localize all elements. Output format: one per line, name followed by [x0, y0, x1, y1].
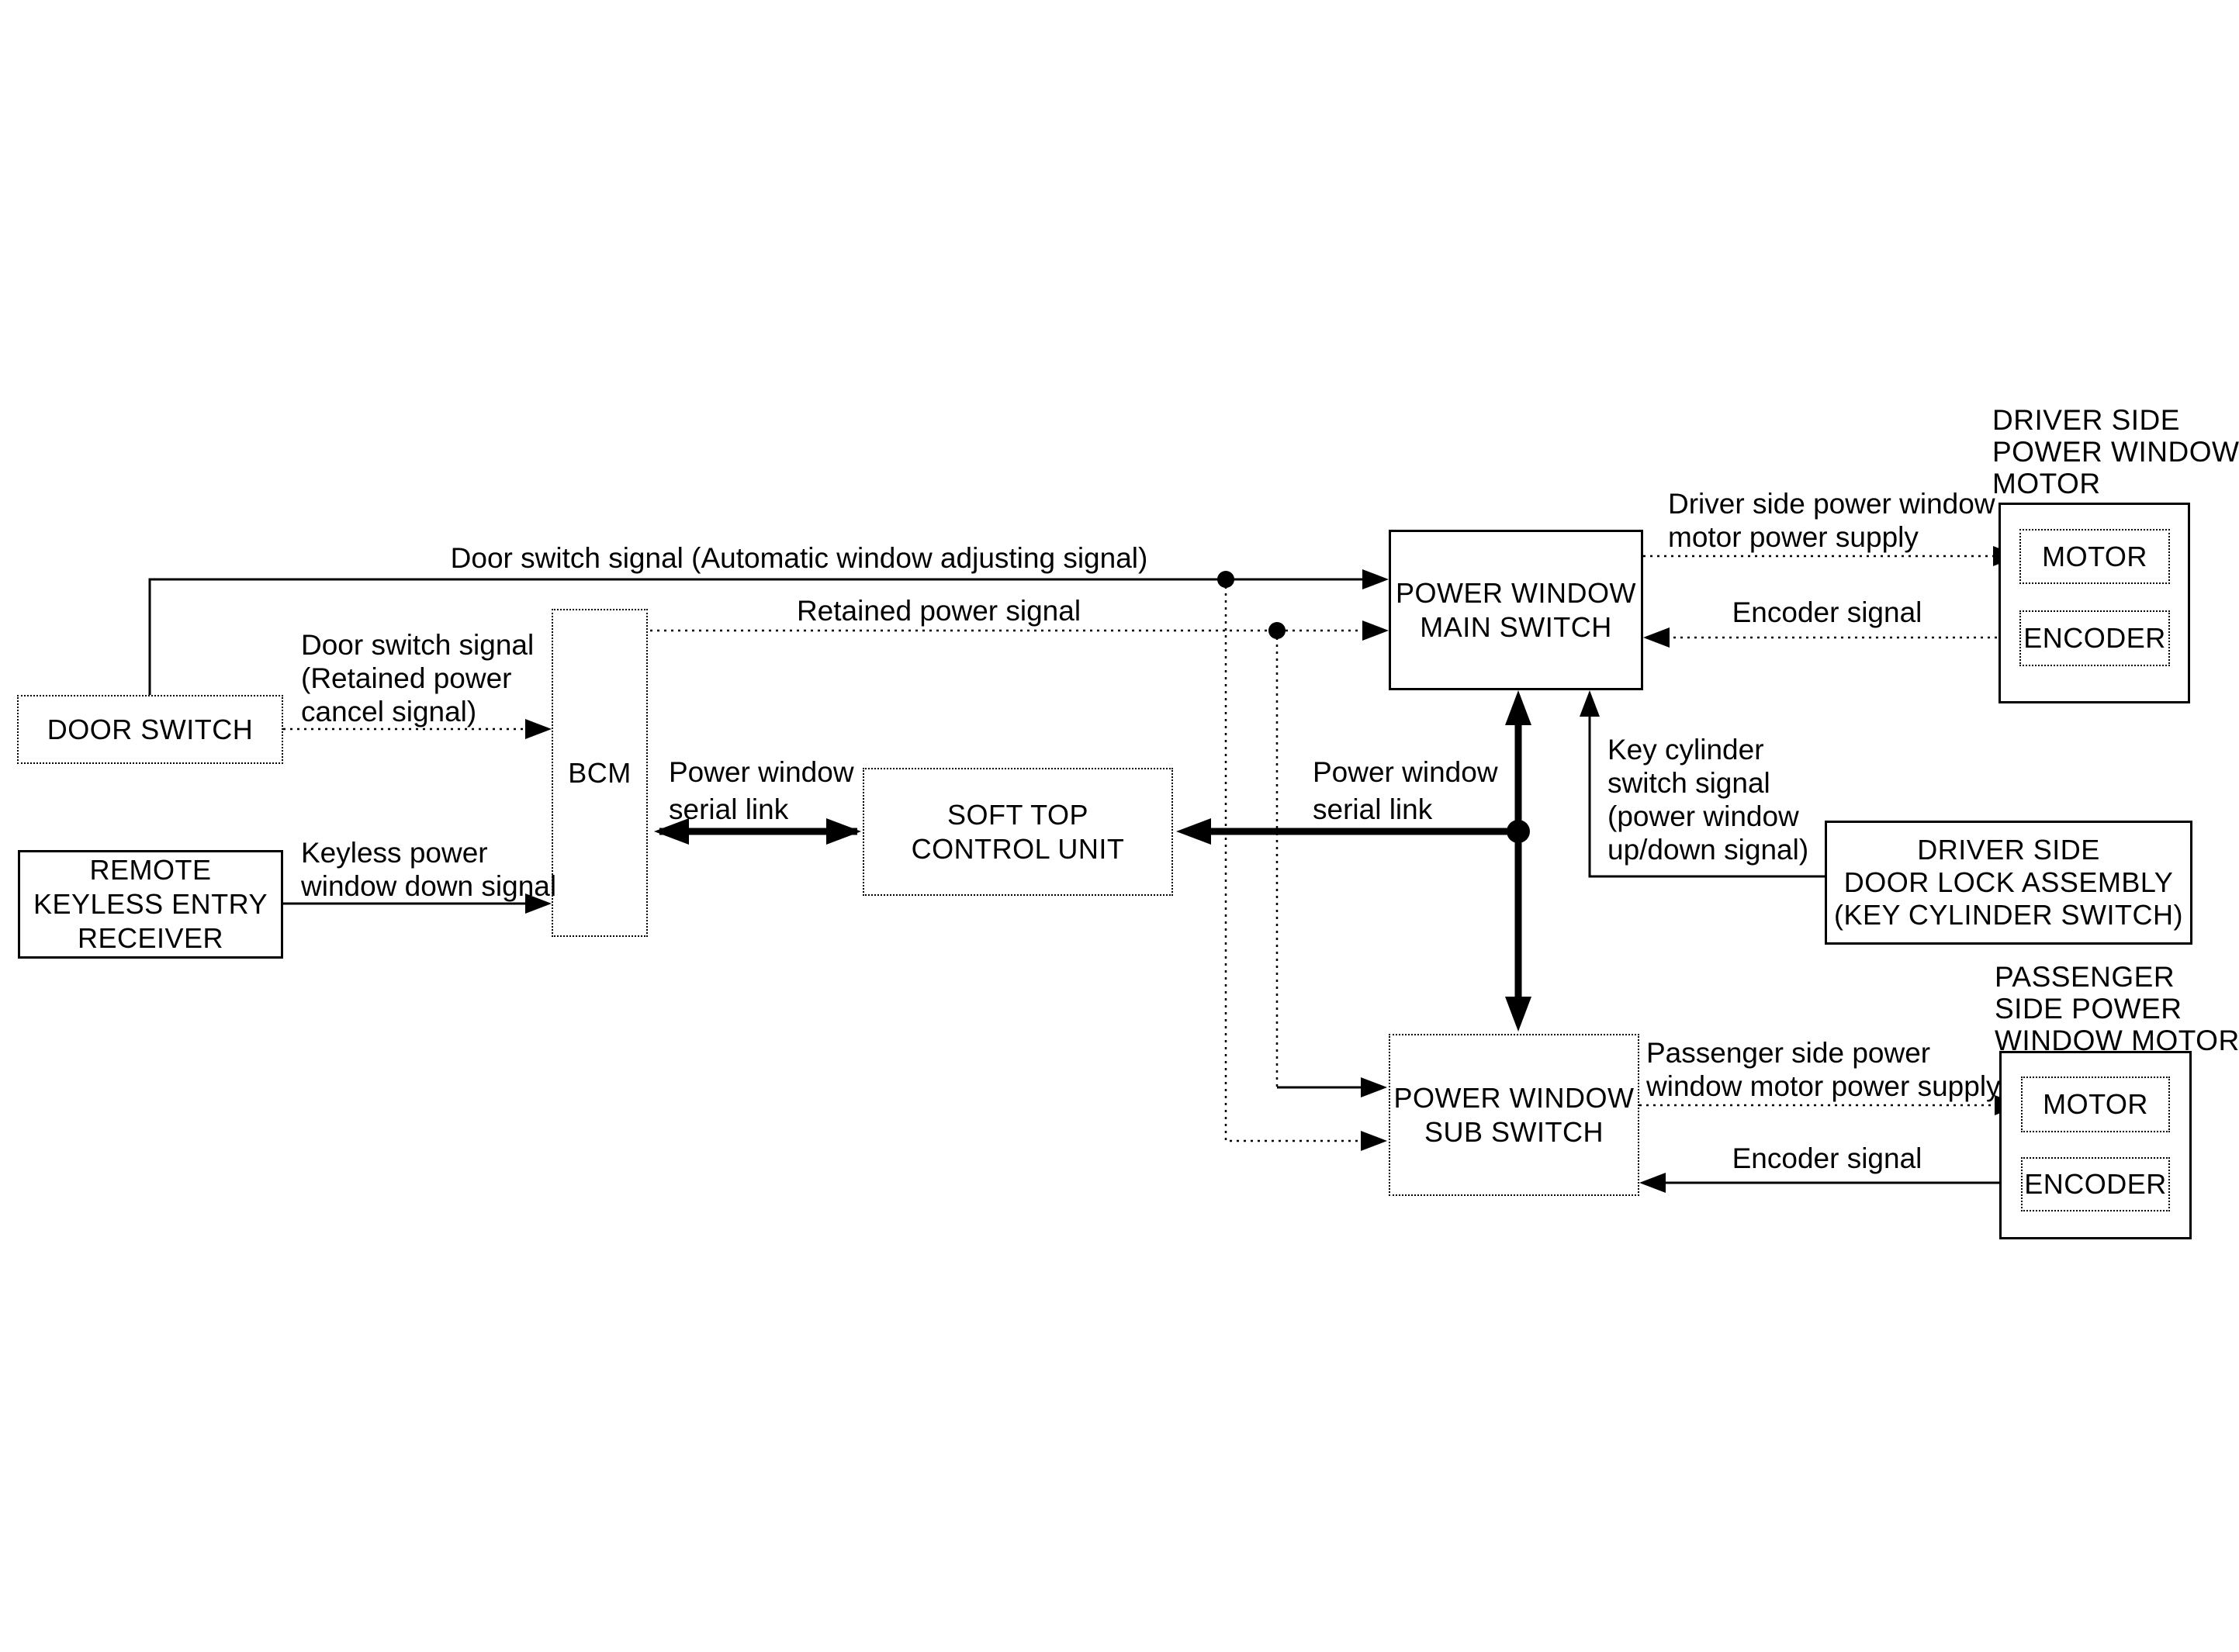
- arrowhead: [1361, 1131, 1387, 1151]
- remote-keyless-line: REMOTE: [89, 854, 212, 886]
- driver-encoder-label: ENCODER: [2023, 622, 2166, 654]
- arrowhead: [654, 818, 689, 845]
- driver-door-lock-assembly-box: DRIVER SIDE DOOR LOCK ASSEMBLY (KEY CYLI…: [1825, 821, 2192, 945]
- arrowhead: [1362, 569, 1389, 589]
- door-lock-line: DRIVER SIDE: [1917, 834, 2100, 866]
- door-lock-line: (KEY CYLINDER SWITCH): [1834, 899, 2183, 931]
- main-switch-line: MAIN SWITCH: [1420, 610, 1612, 643]
- label-retained-power-signal: Retained power signal: [796, 595, 1081, 627]
- label-serial-link-left: Power window serial link: [669, 756, 854, 825]
- arrowhead: [1643, 627, 1670, 648]
- passenger-motor-box: MOTOR: [2021, 1077, 2170, 1132]
- arrowhead: [525, 719, 552, 739]
- remote-keyless-entry-receiver-box: REMOTE KEYLESS ENTRY RECEIVER: [18, 850, 283, 959]
- power-window-main-switch-box: POWER WINDOW MAIN SWITCH: [1389, 530, 1643, 690]
- main-switch-line: POWER WINDOW: [1396, 576, 1636, 609]
- arrowhead: [1580, 690, 1600, 717]
- arrowhead: [1362, 620, 1389, 641]
- door-switch-box: DOOR SWITCH: [17, 695, 283, 764]
- arrowhead: [525, 893, 552, 914]
- passenger-motor-label: MOTOR: [2043, 1088, 2148, 1120]
- driver-motor-label: MOTOR: [2042, 540, 2147, 572]
- label-door-switch-auto-signal: Door switch signal (Automatic window adj…: [450, 542, 1148, 574]
- line-door-auto-to-sub-switch: [1224, 579, 1364, 1142]
- passenger-encoder-label: ENCODER: [2024, 1168, 2167, 1200]
- label-passenger-motor-power-supply: Passenger side power window motor power …: [1646, 1037, 2001, 1102]
- line-door-switch-auto-signal: [148, 578, 1367, 695]
- arrowhead: [1639, 1173, 1666, 1193]
- bcm-box: BCM: [552, 609, 648, 937]
- arrowhead: [1176, 818, 1211, 845]
- power-window-sub-switch-box: POWER WINDOW SUB SWITCH: [1389, 1034, 1639, 1196]
- remote-keyless-line: KEYLESS ENTRY: [33, 888, 268, 920]
- label-passenger-encoder-signal: Encoder signal: [1732, 1142, 1922, 1174]
- label-driver-encoder-signal: Encoder signal: [1732, 596, 1922, 628]
- driver-title-line: POWER WINDOW: [1992, 436, 2239, 468]
- arrowhead: [826, 818, 861, 845]
- driver-title-line: MOTOR: [1992, 468, 2101, 499]
- driver-encoder-box: ENCODER: [2019, 610, 2170, 666]
- label-serial-link-right: Power window serial link: [1313, 756, 1498, 825]
- remote-keyless-line: RECEIVER: [77, 922, 224, 954]
- door-switch-label: DOOR SWITCH: [47, 713, 254, 745]
- arrowhead: [1361, 1077, 1387, 1097]
- driver-motor-box: MOTOR: [2019, 529, 2170, 584]
- passenger-motor-unit-title: PASSENGER SIDE POWER WINDOW MOTOR: [1995, 962, 2239, 1057]
- label-door-switch-cancel-signal: Door switch signal (Retained power cance…: [301, 629, 535, 728]
- driver-motor-unit-title: DRIVER SIDE POWER WINDOW MOTOR: [1992, 405, 2239, 500]
- passenger-encoder-box: ENCODER: [2021, 1157, 2170, 1211]
- soft-top-line: CONTROL UNIT: [911, 832, 1125, 865]
- passenger-title-line: SIDE POWER: [1995, 993, 2182, 1025]
- soft-top-control-unit-box: SOFT TOP CONTROL UNIT: [863, 768, 1173, 896]
- passenger-title-line: WINDOW MOTOR: [1995, 1025, 2239, 1056]
- label-key-cylinder-signal: Key cylinder switch signal (power window…: [1607, 734, 1809, 866]
- arrowhead: [1505, 690, 1531, 725]
- driver-title-line: DRIVER SIDE: [1992, 404, 2180, 436]
- soft-top-line: SOFT TOP: [946, 798, 1089, 831]
- bcm-label: BCM: [568, 756, 632, 789]
- line-key-cylinder-signal: [1588, 712, 1825, 878]
- door-lock-line: DOOR LOCK ASSEMBLY: [1843, 866, 2174, 898]
- passenger-title-line: PASSENGER: [1995, 961, 2175, 993]
- label-keyless-down-signal: Keyless power window down signal: [301, 837, 557, 902]
- sub-switch-line: SUB SWITCH: [1424, 1115, 1604, 1148]
- label-driver-motor-power-supply: Driver side power window motor power sup…: [1668, 488, 1995, 553]
- sub-switch-line: POWER WINDOW: [1393, 1081, 1635, 1114]
- arrowhead: [1505, 997, 1531, 1032]
